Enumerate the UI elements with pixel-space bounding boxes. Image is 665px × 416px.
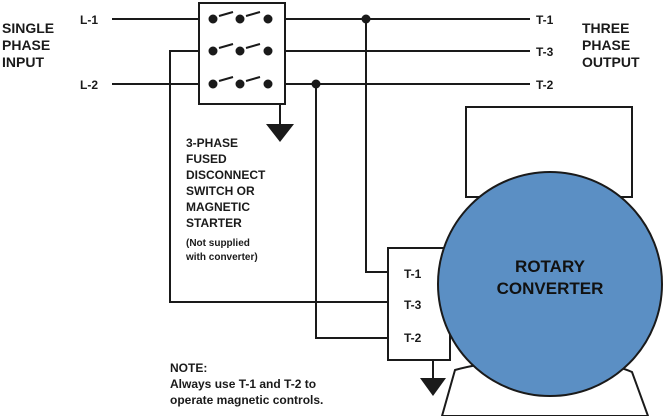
ground-arrow-motor [420,378,446,396]
disconnect-label-2: FUSED [186,152,227,166]
motor-label-1: ROTARY [515,257,586,276]
output-t2-label: T-2 [536,78,554,92]
ground-arrow-switch [266,124,294,142]
line-l1-label: L-1 [80,13,98,27]
disconnect-note-1: (Not supplied [186,238,250,249]
motor-label-2: CONVERTER [497,279,604,298]
wire-t2-to-motor [315,84,400,339]
wire-t1-to-motor [365,19,400,273]
output-t3-label: T-3 [536,45,554,59]
disconnect-note-2: with converter) [185,252,258,263]
switch-contacts [208,11,273,89]
terminal-t1-label: T-1 [404,267,422,281]
note-line-1: Always use T-1 and T-2 to [170,377,316,391]
wire-t3-to-motor [169,50,400,303]
input-label-line-1: SINGLE [2,20,54,36]
disconnect-label-1: 3-PHASE [186,136,238,150]
input-label-line-3: INPUT [2,54,44,70]
note-heading: NOTE: [170,361,207,375]
output-label-line-1: THREE [582,20,629,36]
junction-dot-t2 [311,79,321,89]
junction-dot-t1 [361,14,371,24]
output-t1-label: T-1 [536,13,554,27]
wires [112,18,530,378]
terminal-t2-label: T-2 [404,331,422,345]
terminal-t3-label: T-3 [404,298,422,312]
note-line-2: operate magnetic controls. [170,393,323,407]
output-label-line-3: OUTPUT [582,54,640,70]
disconnect-label-6: STARTER [186,216,242,230]
disconnect-label-5: MAGNETIC [186,200,250,214]
line-l2-label: L-2 [80,78,98,92]
output-label-line-2: PHASE [582,37,630,53]
rotary-converter-motor [437,171,663,397]
input-label-line-2: PHASE [2,37,50,53]
disconnect-label-4: SWITCH OR [186,184,255,198]
disconnect-label-3: DISCONNECT [186,168,266,182]
